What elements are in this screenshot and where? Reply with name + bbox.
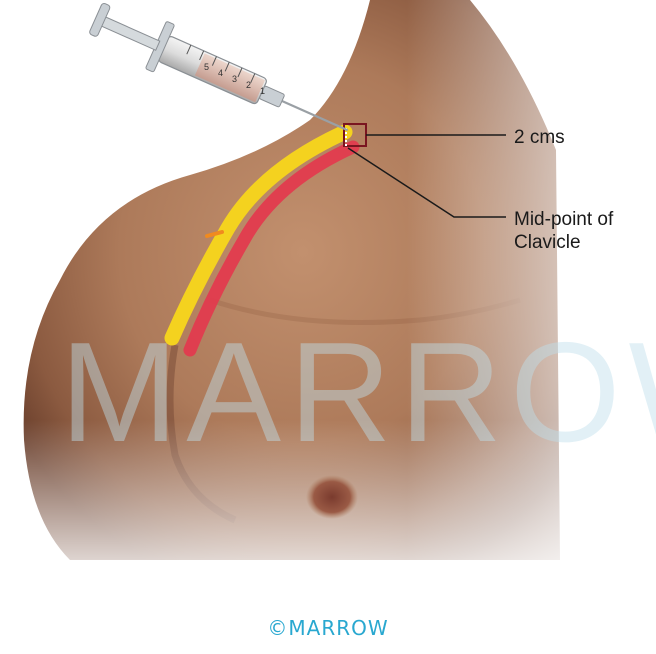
- syringe: [89, 2, 349, 132]
- subclavian-vessel-red: [183, 140, 360, 357]
- midpoint-label-line2: Clavicle: [514, 232, 581, 253]
- syringe-scale-3: 3: [232, 74, 237, 84]
- syringe-scale-4: 4: [218, 68, 223, 78]
- watermark: MARROW: [60, 313, 656, 472]
- nipple: [306, 475, 358, 519]
- midpoint-label: Mid-point of Clavicle: [514, 208, 613, 254]
- syringe-scale-1: 1: [260, 86, 265, 96]
- syringe-scale-5: 5: [204, 62, 209, 72]
- distance-label: 2 cms: [514, 127, 565, 148]
- clavicle-yellow: [164, 124, 353, 346]
- nerve-branch: [205, 230, 224, 238]
- syringe-scale-2: 2: [246, 80, 251, 90]
- leader-line-midpoint: [347, 147, 506, 218]
- midpoint-label-line1: Mid-point of: [514, 209, 614, 230]
- copyright-logo: ©MARROW: [267, 616, 389, 640]
